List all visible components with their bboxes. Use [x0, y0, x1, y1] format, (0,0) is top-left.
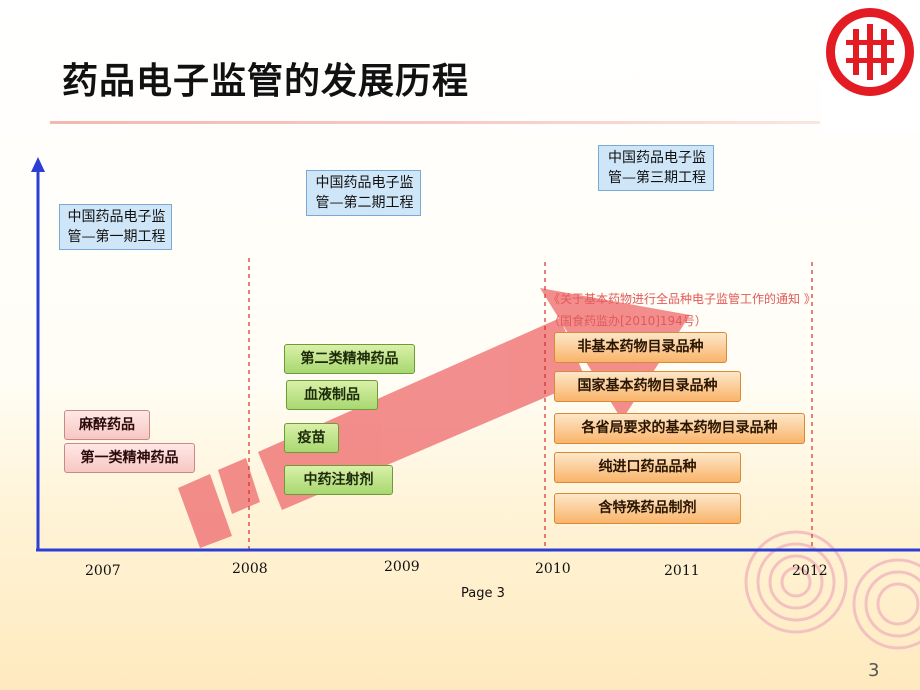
phase3-item: 各省局要求的基本药物目录品种 — [554, 413, 805, 444]
phase-1-box: 中国药品电子监管—第一期工程 — [59, 204, 172, 250]
year-label: 2009 — [384, 559, 420, 575]
year-label: 2008 — [232, 561, 268, 577]
page-label: Page 3 — [461, 586, 505, 601]
year-label: 2010 — [535, 561, 571, 577]
page-number: 3 — [868, 660, 880, 681]
phase3-item: 国家基本药物目录品种 — [554, 371, 741, 402]
phase2-item: 第二类精神药品 — [284, 344, 415, 374]
phase-3-box: 中国药品电子监管—第三期工程 — [598, 145, 714, 191]
phase1-item: 第一类精神药品 — [64, 443, 195, 473]
phase3-item: 含特殊药品制剂 — [554, 493, 741, 524]
phase3-notes — [552, 212, 802, 282]
phase-1-label: 中国药品电子监管—第一期工程 — [67, 209, 166, 245]
phase3-item: 非基本药物目录品种 — [554, 332, 727, 363]
year-label: 2011 — [664, 563, 700, 579]
year-label: 2012 — [792, 563, 828, 579]
phase2-item: 中药注射剂 — [284, 465, 393, 495]
phase2-notes — [286, 258, 516, 338]
title-divider — [50, 121, 820, 124]
notice-text: 《关于基本药物进行全品种电子监管工作的通知 》（国食药监办[2010]194号） — [548, 292, 816, 328]
decorative-circles — [744, 530, 920, 650]
y-axis-arrow-icon — [31, 157, 45, 172]
phase-2-label: 中国药品电子监管—第二期工程 — [315, 175, 414, 211]
phase-3-label: 中国药品电子监管—第三期工程 — [608, 150, 706, 186]
phase3-item: 纯进口药品品种 — [554, 452, 741, 483]
phase1-notes — [62, 294, 222, 394]
page-title: 药品电子监管的发展历程 — [62, 61, 470, 102]
phase-2-box: 中国药品电子监管—第二期工程 — [306, 170, 421, 216]
year-label: 2007 — [85, 563, 121, 579]
phase2-item: 疫苗 — [284, 423, 339, 453]
citic-logo-icon — [826, 8, 914, 96]
logo-area — [822, 0, 920, 132]
phase1-item: 麻醉药品 — [64, 410, 150, 440]
phase2-item: 血液制品 — [286, 380, 378, 410]
